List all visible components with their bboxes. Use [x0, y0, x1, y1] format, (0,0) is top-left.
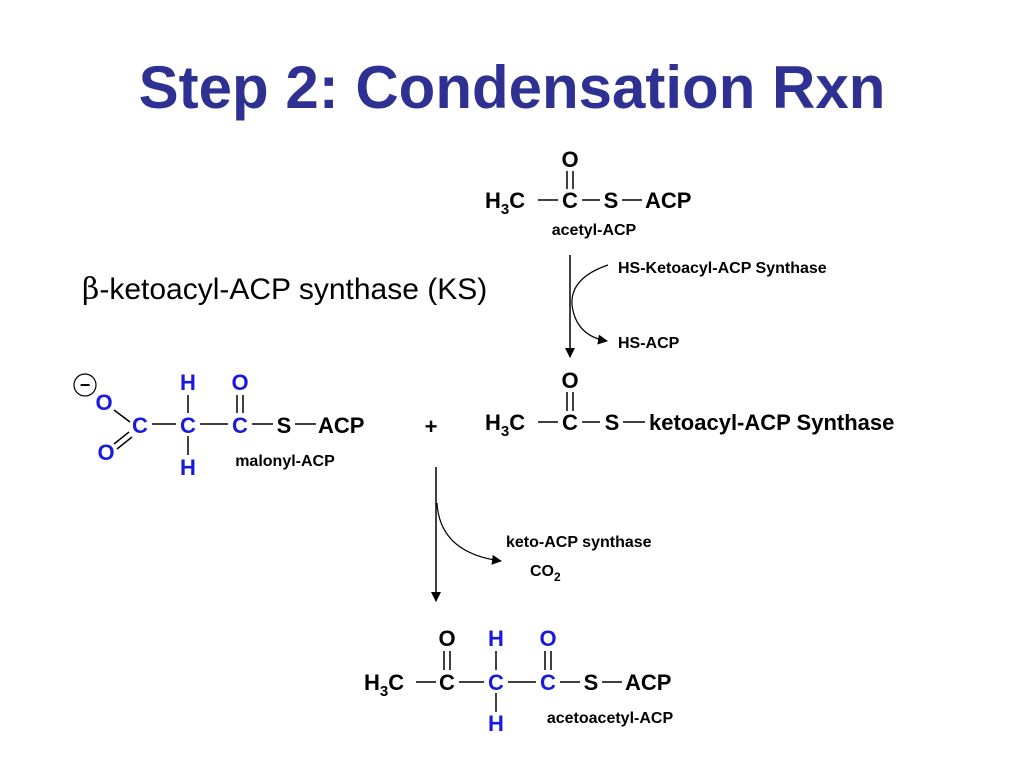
malonyl-acp-structure: − O C O C H H C O S ACP malonyl-ACP: [73, 370, 364, 480]
thioester-oxygen: O: [539, 626, 556, 651]
methylene-hydrogen-bottom: H: [488, 711, 504, 736]
thioester-oxygen: O: [231, 370, 248, 395]
acetoacetyl-h3c: H3C: [364, 670, 404, 700]
step1-arrow: HS-Ketoacyl-ACP Synthase HS-ACP: [565, 255, 827, 358]
step2-co2: CO2: [530, 563, 561, 584]
step1-reagent: HS-Ketoacyl-ACP Synthase: [618, 260, 827, 277]
thioester-carbon: C: [232, 413, 248, 438]
acetyl-h3c: H3C: [485, 188, 525, 218]
malonyl-acp-name: malonyl-ACP: [235, 453, 335, 470]
step2-arrow: keto-ACP synthase CO2: [431, 467, 652, 602]
negative-charge-sign: −: [80, 375, 91, 395]
bond-o-c-double-1: [113, 431, 130, 445]
acylenzyme-sulfur: S: [605, 410, 620, 435]
acylenzyme-enzyme-label: ketoacyl-ACP Synthase: [649, 410, 894, 435]
alpha-carbon: C: [180, 413, 196, 438]
carboxylate-o-bottom: O: [97, 440, 114, 465]
acylenzyme-h3c: H3C: [485, 410, 525, 440]
carboxylate-o-top: O: [95, 390, 112, 415]
acetyl-sulfur: S: [604, 188, 619, 213]
acetyl-acp-structure: H3C C O S ACP acetyl-ACP: [485, 147, 691, 239]
carboxylate-carbon: C: [132, 413, 148, 438]
step2-curved-arrow: [436, 502, 502, 565]
enzyme-label-text: -ketoacyl-ACP synthase (KS): [99, 273, 488, 306]
methylene-carbon: C: [488, 670, 504, 695]
negative-charge-circle: [73, 373, 97, 397]
beta-symbol: β: [82, 272, 100, 307]
thioester-carbon: C: [540, 670, 556, 695]
step1-curved-arrow: [571, 264, 609, 345]
acetoacetyl-acp-group: ACP: [625, 670, 671, 695]
acetoacetyl-acp-structure: H3C C O C H H C O S ACP acetoacetyl-ACP: [364, 626, 673, 736]
acetyl-acp-group: ACP: [645, 188, 691, 213]
acetoacetyl-sulfur: S: [584, 670, 599, 695]
acetyl-carbonyl-carbon: C: [562, 188, 578, 213]
acetyl-acp-name: acetyl-ACP: [552, 222, 637, 239]
alpha-hydrogen-bottom: H: [180, 455, 196, 480]
acetyl-carbonyl-oxygen: O: [561, 147, 578, 172]
plus-sign: +: [425, 414, 438, 439]
acyl-enzyme-structure: H3C C O S ketoacyl-ACP Synthase: [485, 368, 894, 440]
step2-enzyme: keto-ACP synthase: [506, 534, 652, 551]
acylenzyme-carbonyl-oxygen: O: [561, 368, 578, 393]
malonyl-sulfur: S: [277, 413, 292, 438]
acetoacetyl-acp-name: acetoacetyl-ACP: [547, 710, 674, 727]
slide-title: Step 2: Condensation Rxn: [138, 54, 886, 121]
bond-o-c-single: [113, 409, 131, 423]
acylenzyme-carbonyl-carbon: C: [562, 410, 578, 435]
bond-o-c-double-2: [116, 436, 133, 450]
enzyme-label: β-ketoacyl-ACP synthase (KS): [82, 272, 487, 308]
malonyl-acp-group: ACP: [318, 413, 364, 438]
ketone-carbon: C: [439, 670, 455, 695]
methylene-hydrogen-top: H: [488, 626, 504, 651]
ketone-oxygen: O: [438, 626, 455, 651]
step1-product: HS-ACP: [618, 335, 680, 352]
alpha-hydrogen-top: H: [180, 370, 196, 395]
